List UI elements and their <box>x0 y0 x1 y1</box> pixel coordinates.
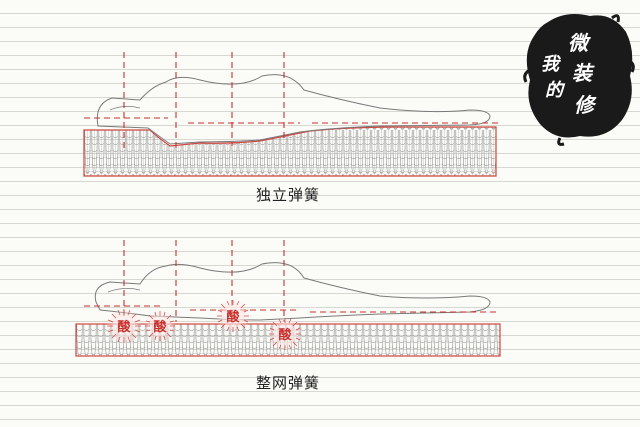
logo-char: 我 <box>541 54 561 75</box>
independent-springs-diagram <box>84 52 500 176</box>
pressure-point-1: 酸 <box>106 308 142 344</box>
pressure-label: 酸 <box>154 319 168 335</box>
pressure-label: 酸 <box>227 309 241 325</box>
pressure-point-3: 酸 <box>216 299 250 333</box>
logo-char: 修 <box>574 93 597 117</box>
integrated-guide-lines <box>84 240 500 322</box>
caption-integrated-springs: 整网弹簧 <box>256 372 320 393</box>
pressure-point-2: 酸 <box>144 310 176 342</box>
logo-char: 装 <box>572 61 595 85</box>
pressure-label: 酸 <box>279 327 293 343</box>
logo-char: 微 <box>568 31 591 55</box>
logo-char: 的 <box>545 80 566 101</box>
caption-independent-springs: 独立弹簧 <box>256 184 320 205</box>
pressure-label: 酸 <box>118 319 132 335</box>
brand-logo: 我 的 微 装 修 <box>525 14 634 144</box>
pressure-point-4: 酸 <box>268 317 302 351</box>
